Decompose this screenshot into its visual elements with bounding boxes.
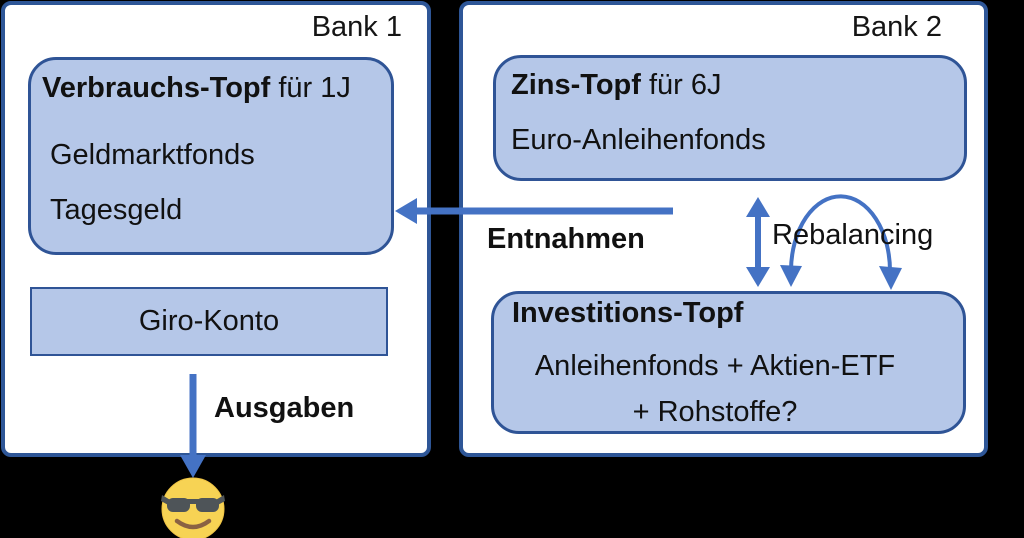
sunglasses-emoji-icon [161, 477, 225, 538]
ausgaben-label: Ausgaben [214, 392, 355, 424]
giro-konto-label: Giro-Konto [138, 305, 280, 337]
verbrauchs-topf-box [28, 57, 394, 255]
investitions-topf-line1: Anleihenfonds + Aktien-ETF [534, 350, 896, 382]
emoji-smile [174, 518, 212, 530]
bank2-label: Bank 2 [851, 11, 942, 43]
rebalancing-label: Rebalancing [772, 219, 934, 251]
verbrauchs-topf-item-tagesgeld: Tagesgeld [50, 194, 183, 226]
investitions-topf-box [491, 291, 966, 434]
verbrauchs-topf-title-rest: für 1J [270, 72, 351, 104]
sunglasses-lenses [161, 495, 225, 512]
entnahmen-label: Entnahmen [487, 223, 645, 255]
zins-topf-item-euro-anleihenfonds: Euro-Anleihenfonds [511, 124, 766, 156]
zins-topf-box [493, 55, 967, 181]
investitions-topf-title-bold: Investitions-Topf [512, 297, 744, 329]
verbrauchs-topf-title: Verbrauchs-Topf für 1J [42, 72, 351, 105]
giro-konto-box: Giro-Konto [30, 287, 388, 356]
investitions-topf-title: Investitions-Topf [512, 297, 743, 330]
investitions-topf-line2: + Rohstoffe? [632, 396, 798, 428]
zins-topf-title-bold: Zins-Topf [511, 69, 641, 101]
verbrauchs-topf-item-geldmarktfonds: Geldmarktfonds [50, 139, 255, 171]
bank1-label: Bank 1 [311, 11, 402, 43]
zins-topf-title-rest: für 6J [640, 69, 722, 101]
verbrauchs-topf-title-bold: Verbrauchs-Topf [42, 72, 271, 104]
zins-topf-title: Zins-Topf für 6J [511, 69, 722, 102]
